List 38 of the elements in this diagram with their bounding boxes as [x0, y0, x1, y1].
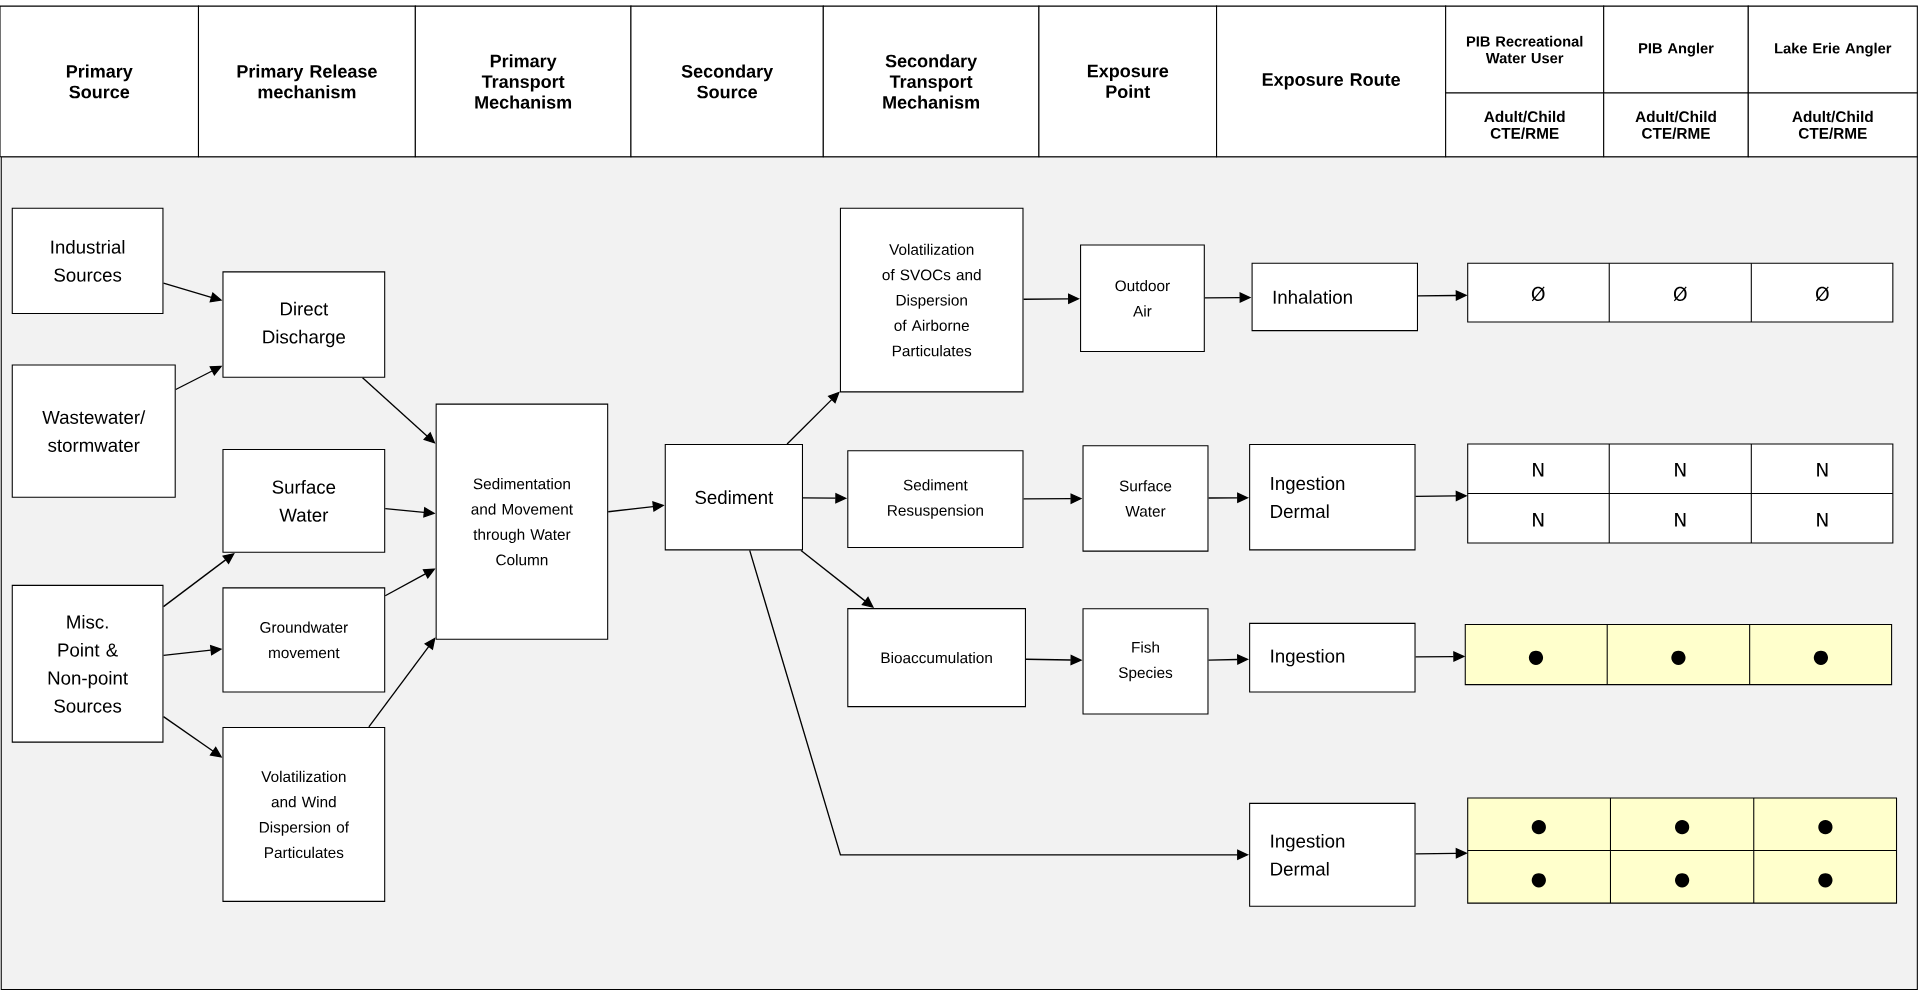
receptor-table: ● ● ● ● ● ●: [1467, 797, 1898, 904]
receptor-table: ● ● ●: [1464, 624, 1893, 686]
receptor-table: N N N N N N: [1467, 443, 1894, 544]
process-box: Ingestion Dermal: [1249, 802, 1416, 907]
arrow: [368, 637, 436, 728]
header-cell: Secondary Source: [630, 5, 824, 158]
process-box: Surface Water: [222, 448, 386, 553]
arrow: [786, 391, 840, 445]
process-box: Volatilization and Wind Dispersion of Particulates: [222, 726, 386, 902]
header-cell: Primary Release mechanism: [197, 5, 416, 158]
header-cell: Adult/Child CTE/RME: [1445, 92, 1605, 158]
header-cell: PIB Recreational Water User: [1445, 5, 1605, 94]
process-box: Surface Water: [1082, 445, 1209, 552]
process-box: Industrial Sources: [11, 207, 164, 315]
process-box: Volatilization of SVOCs and Dispersion of Airborne Particulates: [839, 207, 1024, 393]
process-box: Fish Species: [1082, 608, 1209, 715]
process-box: Wastewater/ stormwater: [11, 364, 176, 498]
process-box: Bioaccumulation: [847, 608, 1026, 708]
header-cell: Secondary Transport Mechanism: [822, 5, 1040, 158]
header-cell: Primary Source: [0, 5, 200, 158]
arrow: [361, 377, 436, 444]
process-box: Inhalation: [1251, 262, 1418, 332]
header-cell: Exposure Point: [1038, 5, 1218, 158]
process-box: Ingestion Dermal: [1249, 444, 1416, 551]
process-box: Ingestion: [1249, 622, 1416, 693]
process-box: Groundwater movement: [222, 587, 386, 693]
header-cell: PIB Angler: [1603, 5, 1749, 94]
header-cell: Lake Erie Angler: [1747, 5, 1918, 94]
header-cell: Primary Transport Mechanism: [414, 5, 632, 158]
process-box: Direct Discharge: [222, 271, 386, 378]
process-box: Sediment: [664, 444, 803, 551]
process-box: Sediment Resuspension: [847, 450, 1024, 548]
header-cell: Adult/Child CTE/RME: [1747, 92, 1918, 158]
process-box: Misc. Point & Non-point Sources: [11, 584, 164, 743]
process-box: Outdoor Air: [1080, 244, 1205, 352]
process-box: Sedimentation and Movement through Water Column: [435, 403, 609, 640]
header-cell: Adult/Child CTE/RME: [1603, 92, 1749, 158]
receptor-table: Ø Ø Ø: [1467, 262, 1894, 323]
